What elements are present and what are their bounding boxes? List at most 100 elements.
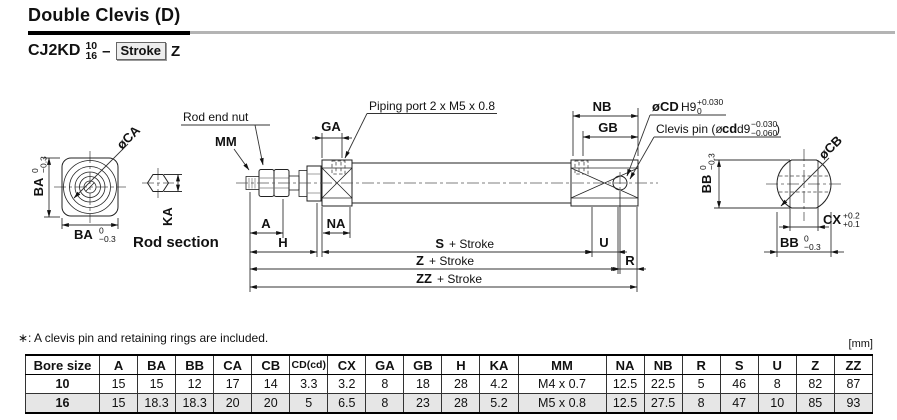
s-label: S (435, 236, 444, 251)
svg-text:): ) (776, 122, 780, 136)
table-cell: 5.2 (479, 393, 519, 414)
svg-text:0: 0 (697, 106, 702, 116)
svg-text:øCD: øCD (652, 99, 679, 114)
zz-label: ZZ (416, 271, 432, 286)
table-cell: 28 (441, 374, 481, 394)
table-cell: 5 (681, 374, 721, 394)
svg-text:+ Stroke: + Stroke (449, 237, 494, 251)
gb-label: GB (598, 120, 618, 135)
model-prefix: CJ2KD (28, 42, 81, 59)
table-cell: 27.5 (643, 393, 683, 414)
unit-label: [mm] (848, 338, 873, 350)
table-cell: 3.2 (327, 374, 367, 394)
svg-text:BA: BA (74, 227, 93, 242)
svg-text:BA: BA (31, 177, 46, 196)
table-cell: M5 x 0.8 (517, 393, 607, 414)
col-header-boresize: Bore size (25, 354, 100, 375)
table-cell: 18.3 (137, 393, 177, 414)
svg-text:−0.030: −0.030 (751, 119, 778, 129)
col-header-cx: CX (327, 354, 367, 375)
table-cell: 6.5 (327, 393, 367, 414)
table-cell: 5 (289, 393, 329, 414)
front-view: øCA BA 0 −0.3 BA 0 −0.3 (30, 122, 143, 244)
rod-section-caption: Rod section (133, 234, 219, 251)
svg-text:−0.3: −0.3 (99, 234, 116, 244)
col-header-na: NA (605, 354, 645, 375)
table-cell: 8 (681, 393, 721, 414)
table-cell: 46 (719, 374, 759, 394)
z-label: Z (416, 253, 424, 268)
col-header-gb: GB (403, 354, 443, 375)
svg-text:+ Stroke: + Stroke (437, 272, 482, 286)
clevis-end-view: øCB BB 0 −0.3 CX +0.2 +0.1 (698, 133, 860, 257)
col-header-mm: MM (517, 354, 607, 375)
svg-text:+0.2: +0.2 (843, 211, 860, 221)
col-header-ka: KA (479, 354, 519, 375)
table-cell: 15 (137, 374, 177, 394)
col-header-zz: ZZ (833, 354, 874, 375)
top-dimensions: GA Piping port 2 x M5 x 0.8 NB GB øCD H9… (312, 97, 781, 180)
table-cell: 8 (365, 393, 405, 414)
svg-text:+ Stroke: + Stroke (429, 254, 474, 268)
front-body (61, 157, 119, 217)
table-cell: 47 (719, 393, 759, 414)
svg-text:−0.3: −0.3 (707, 153, 717, 170)
svg-text:+0.030: +0.030 (697, 97, 724, 107)
table-cell: 82 (795, 374, 835, 394)
svg-text:CX: CX (823, 212, 841, 227)
svg-text:+0.1: +0.1 (843, 219, 860, 229)
r-label: R (625, 253, 635, 268)
bb-vertical-label: BB 0 −0.3 (698, 153, 717, 193)
title-underline-black (28, 31, 190, 35)
table-cell: M4 x 0.7 (517, 374, 607, 394)
bore-option-16: 16 (85, 50, 98, 62)
col-header-nb: NB (643, 354, 683, 375)
table-cell: 23 (403, 393, 443, 414)
table-cell: 28 (441, 393, 481, 414)
ba-horizontal-label: BA 0 −0.3 (74, 226, 116, 245)
table-cell: 15 (98, 393, 139, 414)
svg-text:−0.3: −0.3 (39, 156, 49, 173)
table-cell: 87 (833, 374, 874, 394)
col-header-ca: CA (213, 354, 253, 375)
col-header-cdcd: CD(cd) (289, 354, 329, 375)
bore-options: 10 16 (85, 41, 98, 62)
table-cell: 20 (213, 393, 253, 414)
mounting-boss (306, 165, 322, 202)
rod-end-nut-label: Rod end nut (183, 110, 249, 124)
model-number: CJ2KD 10 16 – Stroke Z (28, 40, 180, 62)
svg-text:0: 0 (698, 165, 708, 170)
col-header-ba: BA (137, 354, 177, 375)
a-label: A (261, 216, 271, 231)
col-header-bb: BB (175, 354, 215, 375)
col-header-u: U (757, 354, 797, 375)
page-title: Double Clevis (D) (28, 5, 181, 25)
bore-size-cell: 16 (25, 393, 100, 414)
table-cell: 8 (365, 374, 405, 394)
clevis-pin-callout: Clevis pin (ø cd d9 −0.030 −0.060 ) (629, 119, 781, 180)
table-cell: 14 (251, 374, 291, 394)
na-label: NA (327, 216, 346, 231)
ba-vertical-label: BA 0 −0.3 (30, 156, 49, 196)
col-header-z: Z (795, 354, 835, 375)
table-cell: 12 (175, 374, 215, 394)
table-cell: 4.2 (479, 374, 519, 394)
piping-port-front (331, 160, 346, 175)
title-underline-gray (190, 31, 895, 34)
mm-label: MM (215, 134, 237, 149)
nb-label: NB (593, 99, 612, 114)
table-cell: 17 (213, 374, 253, 394)
table-cell: 93 (833, 393, 874, 414)
bore-size-cell: 10 (25, 374, 100, 394)
title-underline (28, 31, 895, 35)
svg-text:−0.3: −0.3 (804, 242, 821, 252)
cb-label: øCB (816, 133, 845, 162)
piston-rod-face (83, 180, 97, 194)
svg-text:BB: BB (780, 235, 799, 250)
svg-text:Clevis pin (ø: Clevis pin (ø (656, 122, 723, 136)
bottom-dimensions: A NA H S + Stroke U Z + Stroke R ZZ + St… (249, 191, 646, 292)
rod-section-view: KA Rod section (133, 168, 219, 251)
model-suffix: Z (170, 42, 181, 60)
